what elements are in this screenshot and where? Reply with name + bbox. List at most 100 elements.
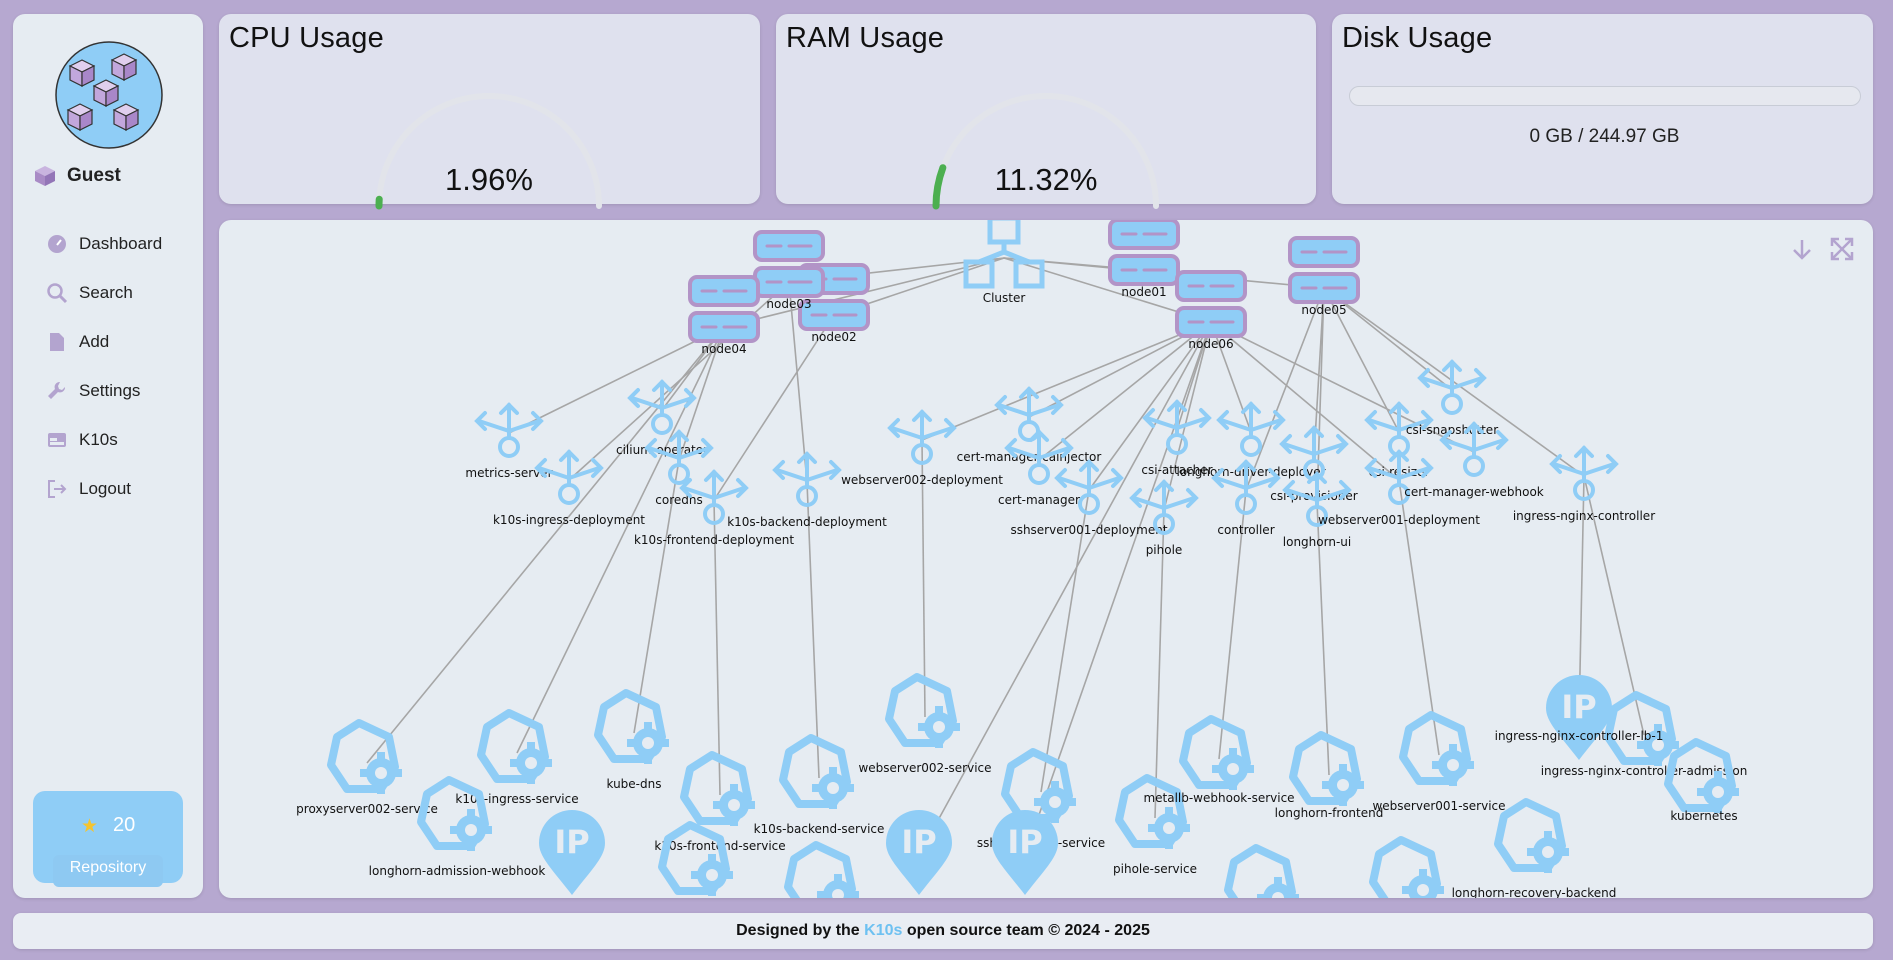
- graph-edge: [1398, 479, 1440, 756]
- deployment-icon: [645, 430, 713, 485]
- service-gear-icon: [481, 713, 552, 784]
- graph-node-node03[interactable]: node03: [753, 230, 825, 311]
- server-icon: [1108, 254, 1180, 286]
- graph-node-pihole-service[interactable]: pihole-service: [1113, 778, 1197, 876]
- graph-node-node06[interactable]: node06: [1175, 270, 1247, 351]
- graph-node-label: ingress-nginx-controller: [1513, 509, 1655, 523]
- star-icon: ★: [81, 815, 99, 837]
- graph-node-ip-b[interactable]: [886, 810, 952, 895]
- service-gear-icon: [1183, 719, 1254, 790]
- graph-node-longhorn-ui[interactable]: longhorn-ui: [1283, 472, 1351, 549]
- graph-node-node04[interactable]: node04: [688, 275, 760, 356]
- graph-node-pihole[interactable]: pihole: [1130, 480, 1198, 557]
- deployment-icon: [995, 387, 1063, 442]
- graph-node-longhorn-frontend[interactable]: longhorn-frontend: [1275, 735, 1384, 820]
- graph-node-webserver002-service[interactable]: webserver002-service: [858, 677, 992, 775]
- graph-node-cert-manager-webhook[interactable]: cert-manager-webhook: [1404, 422, 1544, 499]
- graph-node-ingress-nginx-controller-lb-1[interactable]: ingress-nginx-controller-lb-1: [1495, 675, 1664, 760]
- graph-node-csi-attacher[interactable]: csi-attacher: [1141, 400, 1213, 477]
- graph-node-node05[interactable]: node05: [1288, 236, 1360, 317]
- graph-node-webserver001-service[interactable]: webserver001-service: [1372, 715, 1506, 813]
- nav-k10s[interactable]: K10s: [46, 415, 196, 464]
- server-icon: [1288, 272, 1360, 304]
- nav-dashboard-label: Dashboard: [79, 233, 163, 253]
- graph-node-cilium-envoy[interactable]: cilium-envoy: [786, 845, 863, 898]
- graph-node-ingress-nginx-controller[interactable]: ingress-nginx-controller: [1513, 446, 1655, 523]
- repository-stars: 20: [113, 814, 136, 836]
- graph-node-label: longhorn-admission-webhook: [369, 864, 546, 878]
- graph-node-proxyserver002-service[interactable]: proxyserver002-service: [296, 723, 438, 816]
- graph-node-label: node03: [766, 297, 811, 311]
- cpu-gauge: [375, 93, 602, 210]
- graph-node-sshserver001-deployment[interactable]: sshserver001-deployment: [1010, 460, 1168, 537]
- graph-node-k10s-frontend-deployment[interactable]: k10s-frontend-deployment: [634, 470, 794, 547]
- nav-settings-label: Settings: [79, 380, 141, 400]
- graph-node-ip-a[interactable]: [539, 810, 605, 895]
- graph-node-cilium-operator[interactable]: cilium-operator: [616, 380, 708, 457]
- sidebar-nav: Dashboard Search Add Settings K10s Logou…: [46, 219, 196, 513]
- graph-node-webserver002-deployment[interactable]: webserver002-deployment: [841, 410, 1003, 487]
- graph-node-label: node05: [1301, 303, 1346, 317]
- graph-node-cluster[interactable]: Cluster: [966, 220, 1042, 305]
- graph-node-svc-unlabeled[interactable]: [1228, 848, 1299, 898]
- graph-node-metrics-server[interactable]: metrics-server: [465, 403, 553, 480]
- wrench-icon: [48, 381, 66, 399]
- graph-node-node02[interactable]: node02: [798, 263, 870, 344]
- nav-settings[interactable]: Settings: [46, 366, 196, 415]
- graph-node-longhorn-backend[interactable]: longhorn-backend: [1355, 840, 1463, 898]
- graph-node-label: csi-attacher: [1141, 463, 1212, 477]
- graph-edge: [1038, 321, 1212, 461]
- graph-node-kube-dns[interactable]: kube-dns: [598, 693, 669, 791]
- footer-brand-link[interactable]: K10s: [864, 922, 903, 939]
- nav-add[interactable]: Add: [46, 317, 196, 366]
- nav-add-label: Add: [79, 331, 110, 351]
- graph-node-k10s-backend-deployment[interactable]: k10s-backend-deployment: [727, 452, 887, 529]
- graph-node-metallb-webhook-service[interactable]: metallb-webhook-service: [1143, 719, 1295, 805]
- cluster-graph-panel[interactable]: IP Clusternode01node02node03node04node05…: [219, 220, 1873, 898]
- graph-node-k10s-ingress-service[interactable]: k10s-ingress-service: [455, 713, 579, 806]
- repository-button-base: [53, 855, 163, 887]
- graph-node-longhorn-admission-webhook[interactable]: longhorn-admission-webhook: [369, 780, 546, 878]
- dashboard-gauge-icon: [48, 234, 66, 253]
- k10s-logo-icon: [55, 41, 163, 149]
- graph-node-csi-snapshotter[interactable]: csi-snapshotter: [1406, 360, 1498, 437]
- graph-node-node01[interactable]: node01: [1108, 220, 1180, 299]
- graph-node-ip-c[interactable]: [992, 810, 1058, 895]
- graph-edge: [918, 321, 1212, 856]
- graph-node-label: proxyserver002-service: [296, 802, 438, 816]
- fullscreen-expand-icon[interactable]: [1829, 236, 1855, 262]
- service-gear-icon: [1498, 802, 1569, 873]
- cpu-usage-panel: CPU Usage 1.96%: [219, 14, 760, 210]
- graph-node-label: csi-snapshotter: [1406, 423, 1498, 437]
- ram-value: 11.32%: [994, 162, 1098, 197]
- service-gear-icon: [1228, 848, 1299, 898]
- nav-search-label: Search: [79, 282, 133, 302]
- graph-edge: [366, 326, 725, 764]
- repository-button[interactable]: ★ 20 Repository: [33, 791, 183, 887]
- graph-node-controller[interactable]: controller: [1212, 460, 1280, 537]
- graph-node-label: metrics-server: [465, 466, 552, 480]
- nav-logout[interactable]: Logout: [46, 464, 196, 513]
- graph-node-label: coredns: [655, 493, 702, 507]
- graph-node-webserver001-deployment[interactable]: webserver001-deployment: [1318, 450, 1480, 527]
- graph-node-k10s-backend-service[interactable]: k10s-backend-service: [754, 738, 885, 836]
- graph-node-longhorn-recovery-backend[interactable]: longhorn-recovery-backend: [1452, 802, 1617, 898]
- graph-node-k10s-ingress-deployment[interactable]: k10s-ingress-deployment: [493, 450, 645, 527]
- ip-pin-icon: [539, 810, 605, 895]
- graph-node-ingress-nginx-controller-admission[interactable]: ingress-nginx-controller-admission: [1541, 695, 1748, 778]
- graph-node-label: longhorn-ui: [1283, 535, 1351, 549]
- footer-suffix: open source team © 2024 - 2025: [902, 922, 1150, 939]
- window-icon: [48, 432, 66, 447]
- repository-label: Repository: [69, 859, 147, 876]
- graph-node-label: k10s-ingress-service: [455, 792, 578, 806]
- graph-node-label: kube-dns: [607, 777, 662, 791]
- nav-search[interactable]: Search: [46, 268, 196, 317]
- cluster-network-graph[interactable]: IP Clusternode01node02node03node04node05…: [219, 220, 1873, 898]
- deployment-icon: [1418, 360, 1486, 415]
- graph-node-cert-manager[interactable]: cert-manager: [998, 430, 1080, 507]
- graph-node-kubernetes[interactable]: kubernetes: [1668, 742, 1739, 823]
- server-icon: [1108, 220, 1180, 250]
- download-arrow-icon[interactable]: [1789, 236, 1815, 262]
- server-icon: [753, 266, 825, 298]
- nav-dashboard[interactable]: Dashboard: [46, 219, 196, 268]
